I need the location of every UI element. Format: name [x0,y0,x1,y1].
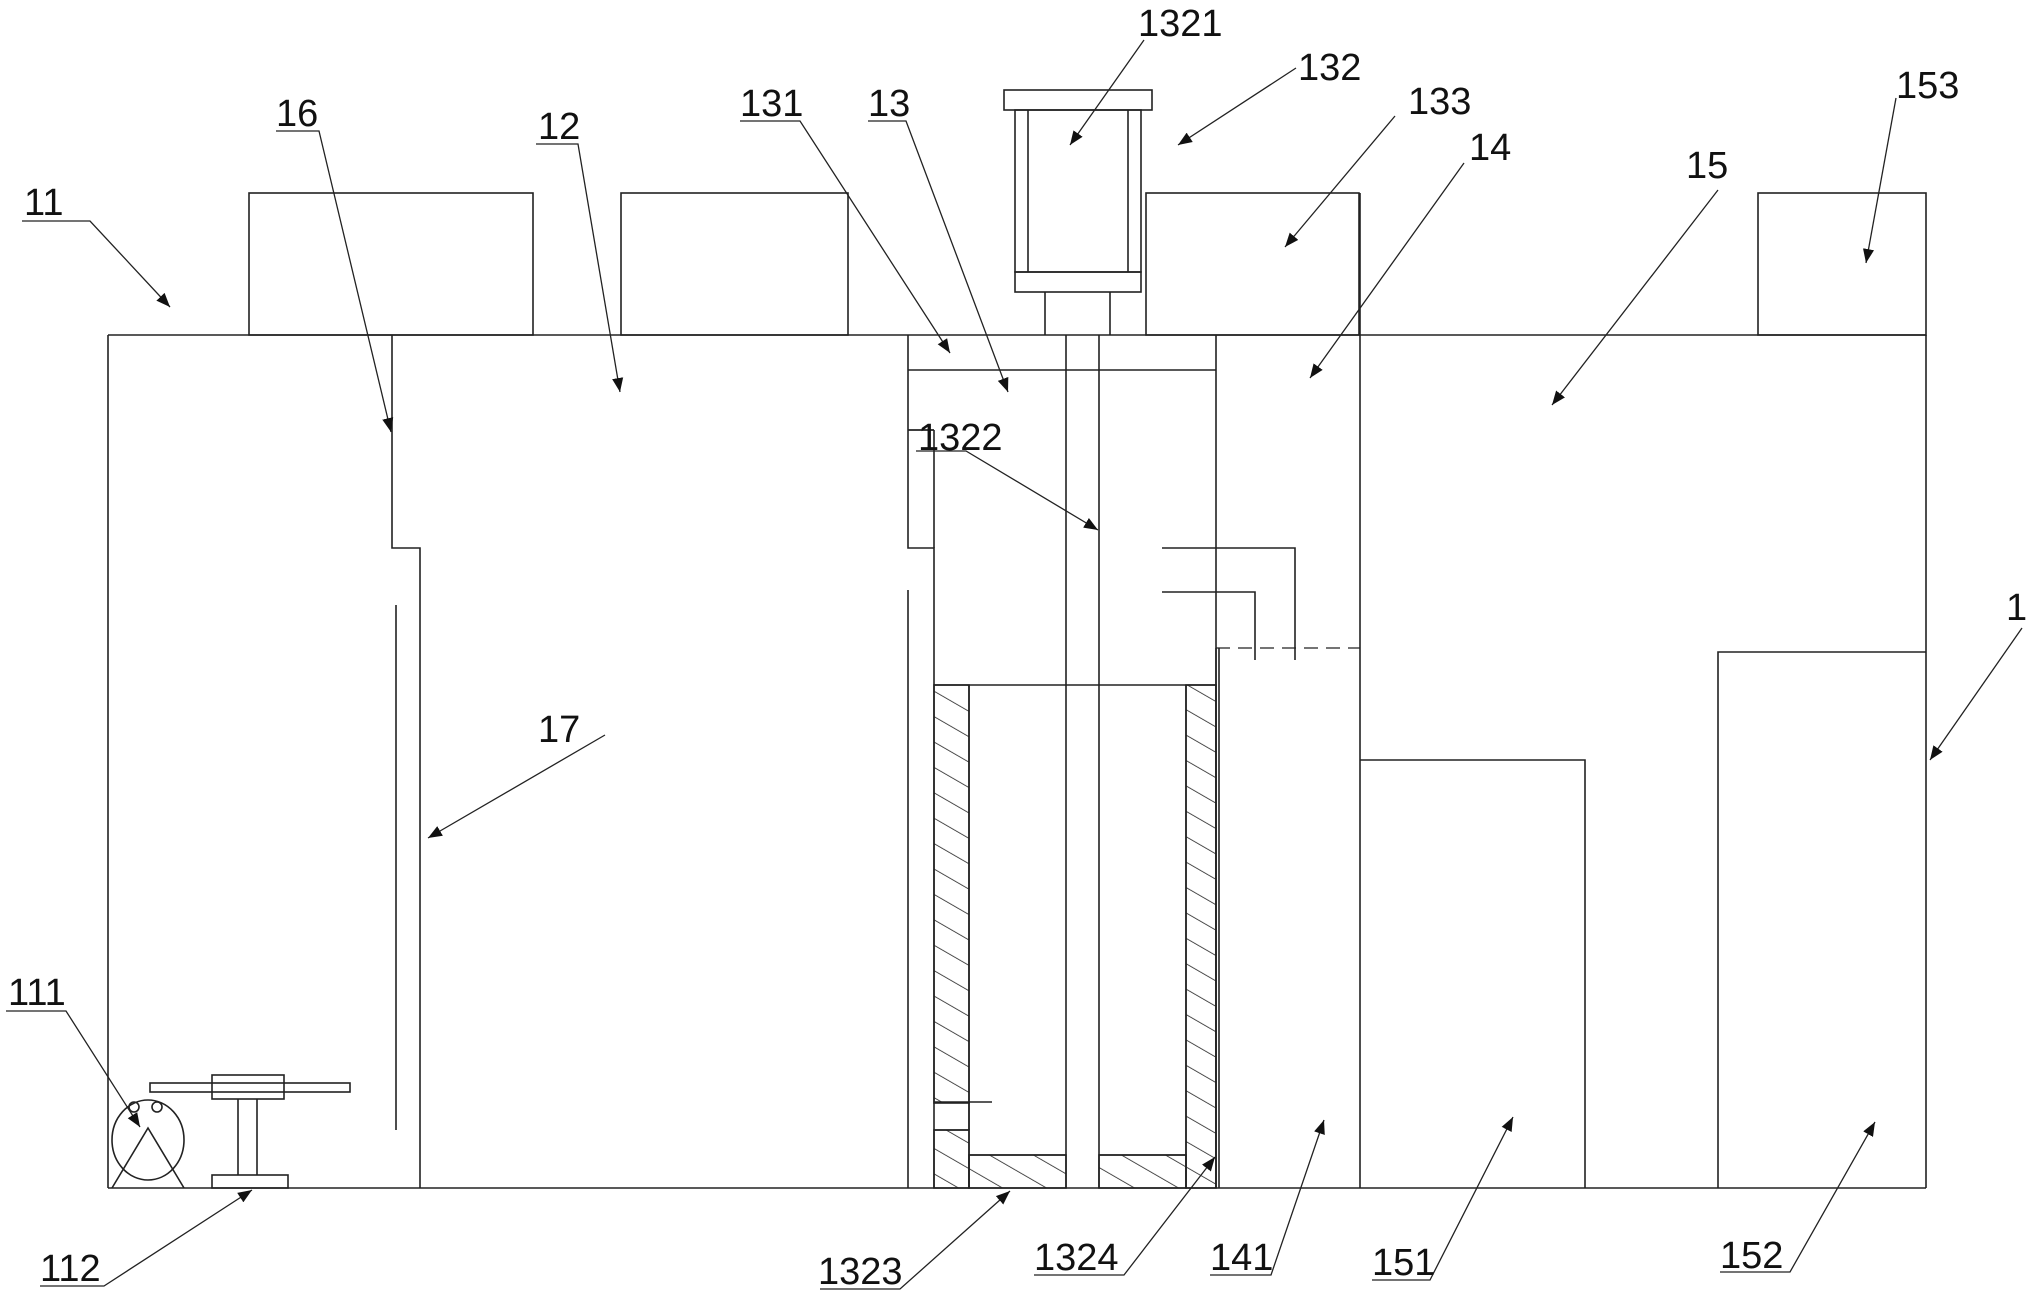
label-1324: 1324 [1034,1237,1119,1279]
label-17: 17 [538,709,580,751]
cylinder-1321 [1003,89,1153,335]
label-1: 1 [2006,587,2026,629]
label-133: 133 [1408,81,1471,123]
chamber-15 [1360,651,1926,1188]
label-151: 151 [1372,1242,1435,1284]
label-14: 14 [1469,127,1511,169]
pump-111 [111,1099,185,1189]
stand-112 [149,1074,351,1189]
labels: 11 16 12 131 13 1321 132 133 14 15 153 1… [8,3,2026,1293]
label-1322: 1322 [918,417,1003,459]
label-132: 132 [1298,47,1361,89]
label-141: 141 [1210,1237,1273,1279]
label-11: 11 [24,182,63,224]
top-boxes [248,192,1927,336]
hatched-filter [933,684,1217,1189]
label-15: 15 [1686,145,1728,187]
label-1321: 1321 [1138,3,1223,45]
wall-16 [391,335,421,1188]
label-112: 112 [40,1248,101,1290]
label-131: 131 [740,83,803,125]
tank-body [107,334,1927,1189]
label-111: 111 [8,972,66,1014]
label-12: 12 [538,106,580,148]
chamber-14 [1162,193,1361,1188]
label-16: 16 [276,93,318,135]
label-153: 153 [1896,65,1959,107]
leader-lines [6,39,2023,1290]
label-1323: 1323 [818,1251,903,1293]
label-152: 152 [1720,1235,1783,1277]
label-13: 13 [868,83,910,125]
